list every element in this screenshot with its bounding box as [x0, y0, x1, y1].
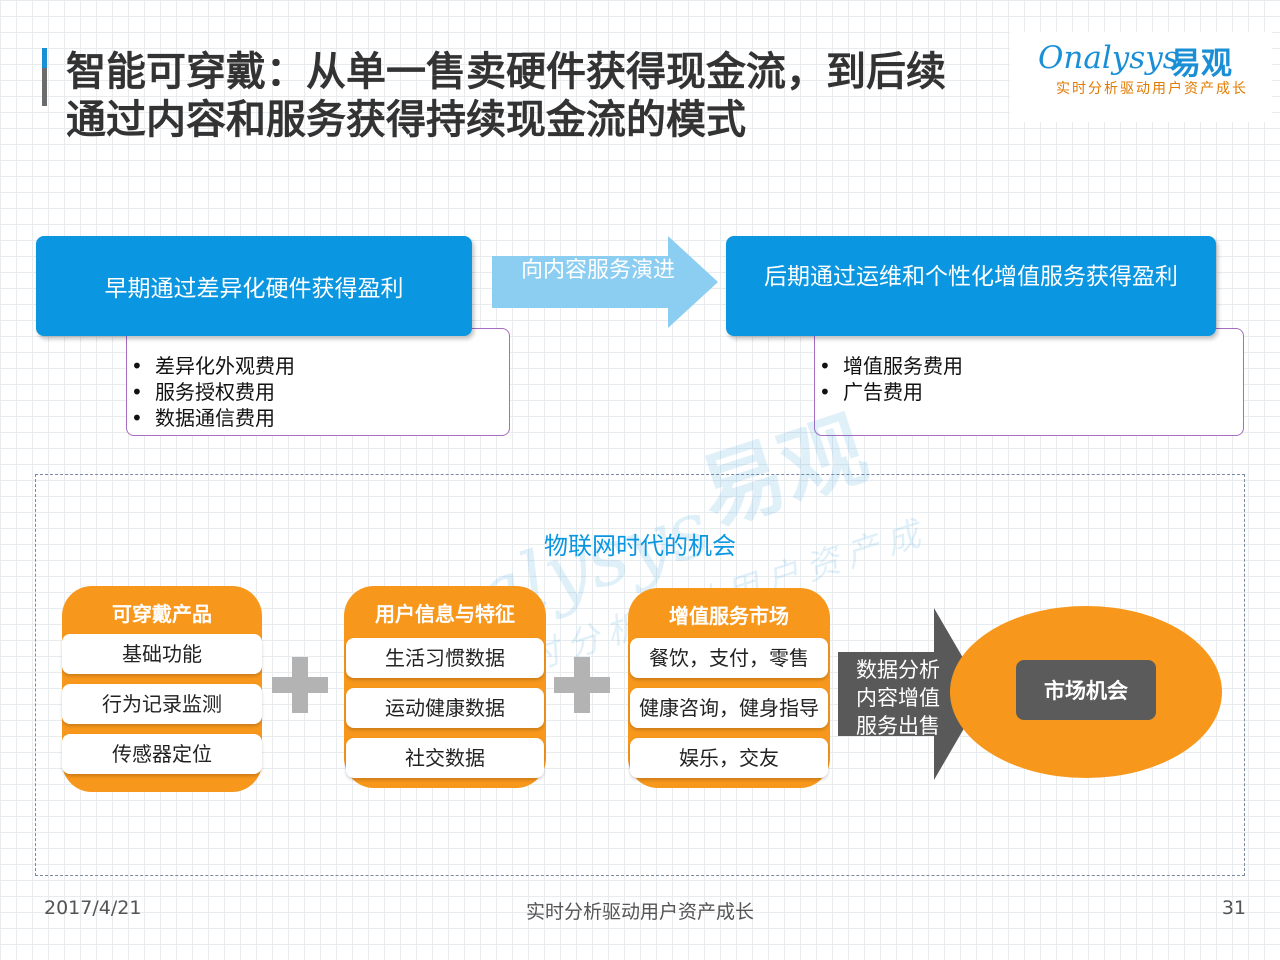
logo-cn-text: 易观	[1170, 46, 1232, 82]
iot-opportunity-region	[35, 474, 1245, 876]
wearable-products-card: 可穿戴产品 基础功能 行为记录监测 传感器定位	[62, 586, 262, 792]
early-stage-box: 早期通过差异化硬件获得盈利	[36, 236, 472, 336]
later-fees-box: 增值服务费用 广告费用	[814, 328, 1244, 436]
column-item: 传感器定位	[62, 734, 262, 774]
footer-date: 2017/4/21	[44, 897, 142, 919]
page-title-line1: 智能可穿戴：从单一售卖硬件获得现金流，到后续	[66, 49, 946, 95]
column-header: 增值服务市场	[669, 604, 789, 628]
page-number: 31	[1221, 897, 1246, 919]
later-stage-label: 后期通过运维和个性化增值服务获得盈利	[764, 264, 1178, 290]
column-item: 餐饮，支付，零售	[630, 638, 828, 678]
plus-icon	[574, 657, 590, 713]
column-header: 可穿戴产品	[112, 602, 212, 626]
title-accent-bar	[42, 48, 47, 106]
analysys-logo: Onalysys 易观 实时分析驱动用户资产成长	[1010, 32, 1272, 122]
arrow-label-line: 数据分析	[856, 658, 940, 682]
footer-slogan: 实时分析驱动用户资产成长	[525, 901, 754, 923]
early-fee-item: 服务授权费用	[131, 379, 295, 405]
page-title-line2: 通过内容和服务获得持续现金流的模式	[66, 97, 746, 143]
data-analysis-arrow-label: 数据分析 内容增值 服务出售	[846, 656, 950, 740]
page-title: 智能可穿戴：从单一售卖硬件获得现金流，到后续 通过内容和服务获得持续现金流的模式	[66, 48, 1026, 144]
arrow-label-line: 内容增值	[856, 686, 940, 710]
column-item: 基础功能	[62, 634, 262, 674]
column-item: 娱乐，交友	[630, 738, 828, 778]
column-item: 行为记录监测	[62, 684, 262, 724]
evolve-arrow	[492, 236, 718, 328]
market-opportunity-label: 市场机会	[1016, 660, 1156, 720]
watermark-cn: 易观	[688, 398, 879, 545]
arrow-label-line: 服务出售	[856, 714, 940, 738]
data-analysis-arrow	[838, 608, 984, 780]
later-stage-box: 后期通过运维和个性化增值服务获得盈利	[726, 236, 1216, 336]
later-fee-item: 增值服务费用	[819, 353, 963, 379]
column-item: 社交数据	[346, 738, 544, 778]
column-item: 运动健康数据	[346, 688, 544, 728]
user-info-card: 用户信息与特征 生活习惯数据 运动健康数据 社交数据	[344, 586, 546, 788]
opportunity-title: 物联网时代的机会	[544, 532, 736, 560]
plus-icon	[292, 657, 308, 713]
column-header: 用户信息与特征	[375, 602, 515, 626]
early-stage-label: 早期通过差异化硬件获得盈利	[104, 276, 404, 302]
logo-en-text: Onalysys	[1038, 40, 1179, 76]
later-fee-item: 广告费用	[819, 379, 963, 405]
evolve-arrow-label: 向内容服务演进	[520, 258, 675, 283]
column-item: 健康咨询，健身指导	[630, 688, 828, 728]
early-fees-box: 差异化外观费用 服务授权费用 数据通信费用	[126, 328, 510, 436]
logo-subtitle: 实时分析驱动用户资产成长	[1056, 81, 1248, 97]
early-fee-item: 数据通信费用	[131, 405, 295, 431]
value-added-market-card: 增值服务市场 餐饮，支付，零售 健康咨询，健身指导 娱乐，交友	[628, 588, 830, 788]
early-fee-item: 差异化外观费用	[131, 353, 295, 379]
column-item: 生活习惯数据	[346, 638, 544, 678]
